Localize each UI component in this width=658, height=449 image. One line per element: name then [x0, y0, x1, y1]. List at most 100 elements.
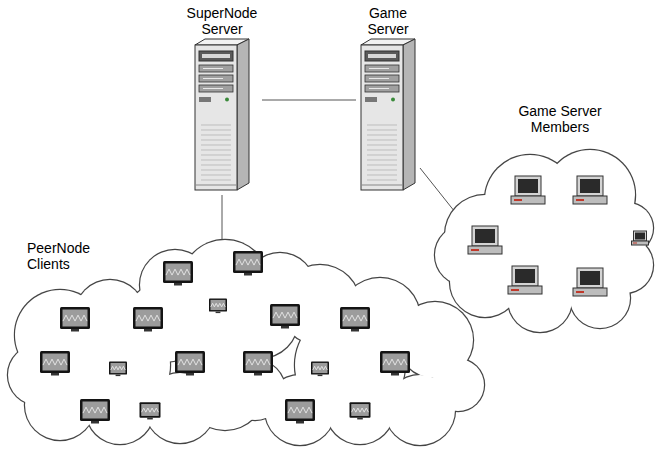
monitor-screen: [178, 354, 203, 371]
tower-base: [361, 185, 403, 186]
tower-front: [361, 45, 403, 190]
drive-light: [633, 243, 637, 244]
monitor-stand: [91, 421, 99, 424]
screen-pattern: [43, 359, 67, 365]
desktop-computer-icon: [573, 268, 607, 296]
monitor-stand: [351, 329, 359, 332]
screen-pattern: [273, 312, 297, 318]
monitor-stand: [186, 373, 194, 376]
monitor-frame: [209, 298, 227, 311]
monitor-stand: [71, 329, 79, 332]
monitor-stand: [357, 418, 363, 420]
screen-pattern: [383, 359, 407, 365]
monitor-frame: [40, 351, 70, 373]
monitor-screen: [273, 307, 298, 324]
drive-light: [514, 199, 522, 201]
monitor-frame: [109, 361, 127, 374]
vent-line: [201, 160, 231, 161]
monitor-frame: [163, 261, 193, 283]
client-monitor-icon: [233, 251, 263, 276]
vent-line: [367, 125, 397, 126]
client-monitor-icon: [350, 402, 371, 419]
monitor-stand: [144, 329, 152, 332]
desktop-computer-icon: [468, 226, 502, 254]
cloud-lobe: [435, 225, 495, 285]
monitor-screen: [343, 310, 368, 327]
drive-light: [576, 291, 584, 293]
vent-line: [367, 180, 397, 181]
monitor-frame: [577, 268, 603, 288]
tower-side: [237, 39, 249, 190]
monitor-frame: [285, 399, 315, 421]
monitor-screen: [43, 354, 68, 371]
drive-bay: [365, 75, 399, 82]
desktop-computer-icon: [511, 176, 545, 204]
monitor-frame: [175, 351, 205, 373]
status-led: [391, 98, 395, 102]
screen-pattern: [246, 359, 270, 365]
vent-line: [201, 180, 231, 181]
vent-line: [201, 145, 231, 146]
vent-line: [201, 125, 231, 126]
vent-line: [367, 155, 397, 156]
screen-pattern: [343, 315, 367, 321]
vent-line: [201, 170, 231, 171]
monitor-screen: [635, 233, 645, 240]
client-monitor-icon: [311, 361, 329, 376]
client-monitor-icon: [80, 399, 110, 424]
monitor-screen: [351, 404, 369, 416]
drive-bay: [199, 85, 233, 92]
monitor-stand: [318, 375, 323, 377]
monitor-frame: [634, 231, 647, 241]
monitor-stand: [51, 373, 59, 376]
client-monitor-icon: [60, 307, 90, 332]
monitor-stand: [116, 375, 121, 377]
drive-bay: [365, 85, 399, 92]
client-monitor-icon: [340, 307, 370, 332]
peer-cloud: PeerNode Clients: [5, 240, 485, 445]
cloud-lobe: [505, 195, 615, 305]
drive-bay: [199, 65, 233, 72]
tower-side: [403, 39, 415, 190]
tower-front: [195, 45, 237, 190]
monitor-screen: [166, 264, 191, 281]
monitor-screen: [383, 354, 408, 371]
vent-line: [367, 150, 397, 151]
vent-line: [201, 165, 231, 166]
drive-slot: [203, 78, 223, 79]
screen-pattern: [288, 407, 312, 413]
monitor-screen: [246, 354, 271, 371]
client-monitor-icon: [270, 304, 300, 329]
monitor-screen: [211, 300, 226, 310]
vent-line: [367, 140, 397, 141]
screen-pattern: [136, 315, 160, 321]
monitor-screen: [288, 402, 313, 419]
monitor-frame: [243, 351, 273, 373]
drive-bay: [365, 51, 399, 61]
vent-line: [367, 130, 397, 131]
client-monitor-icon: [243, 351, 273, 376]
monitor-frame: [60, 307, 90, 329]
status-led: [225, 98, 229, 102]
vent-line: [367, 170, 397, 171]
drive-slot: [203, 88, 223, 89]
monitor-screen: [111, 363, 126, 373]
network-link: [262, 100, 356, 101]
drive-slot: [203, 68, 223, 69]
vent-line: [201, 175, 231, 176]
monitor-stand: [216, 312, 221, 314]
monitor-frame: [512, 266, 538, 286]
cloud-fill: [8, 240, 484, 445]
screen-pattern: [83, 407, 107, 413]
drive-slot: [368, 54, 396, 58]
network-link: [420, 168, 455, 212]
desktop-icons: [468, 176, 649, 296]
power-button: [199, 97, 211, 102]
drive-slot: [369, 68, 389, 69]
monitor-frame: [515, 176, 541, 196]
drive-bay: [199, 75, 233, 82]
client-monitor-icon: [175, 351, 205, 376]
drive-bay: [365, 65, 399, 72]
system-unit: [468, 246, 502, 254]
